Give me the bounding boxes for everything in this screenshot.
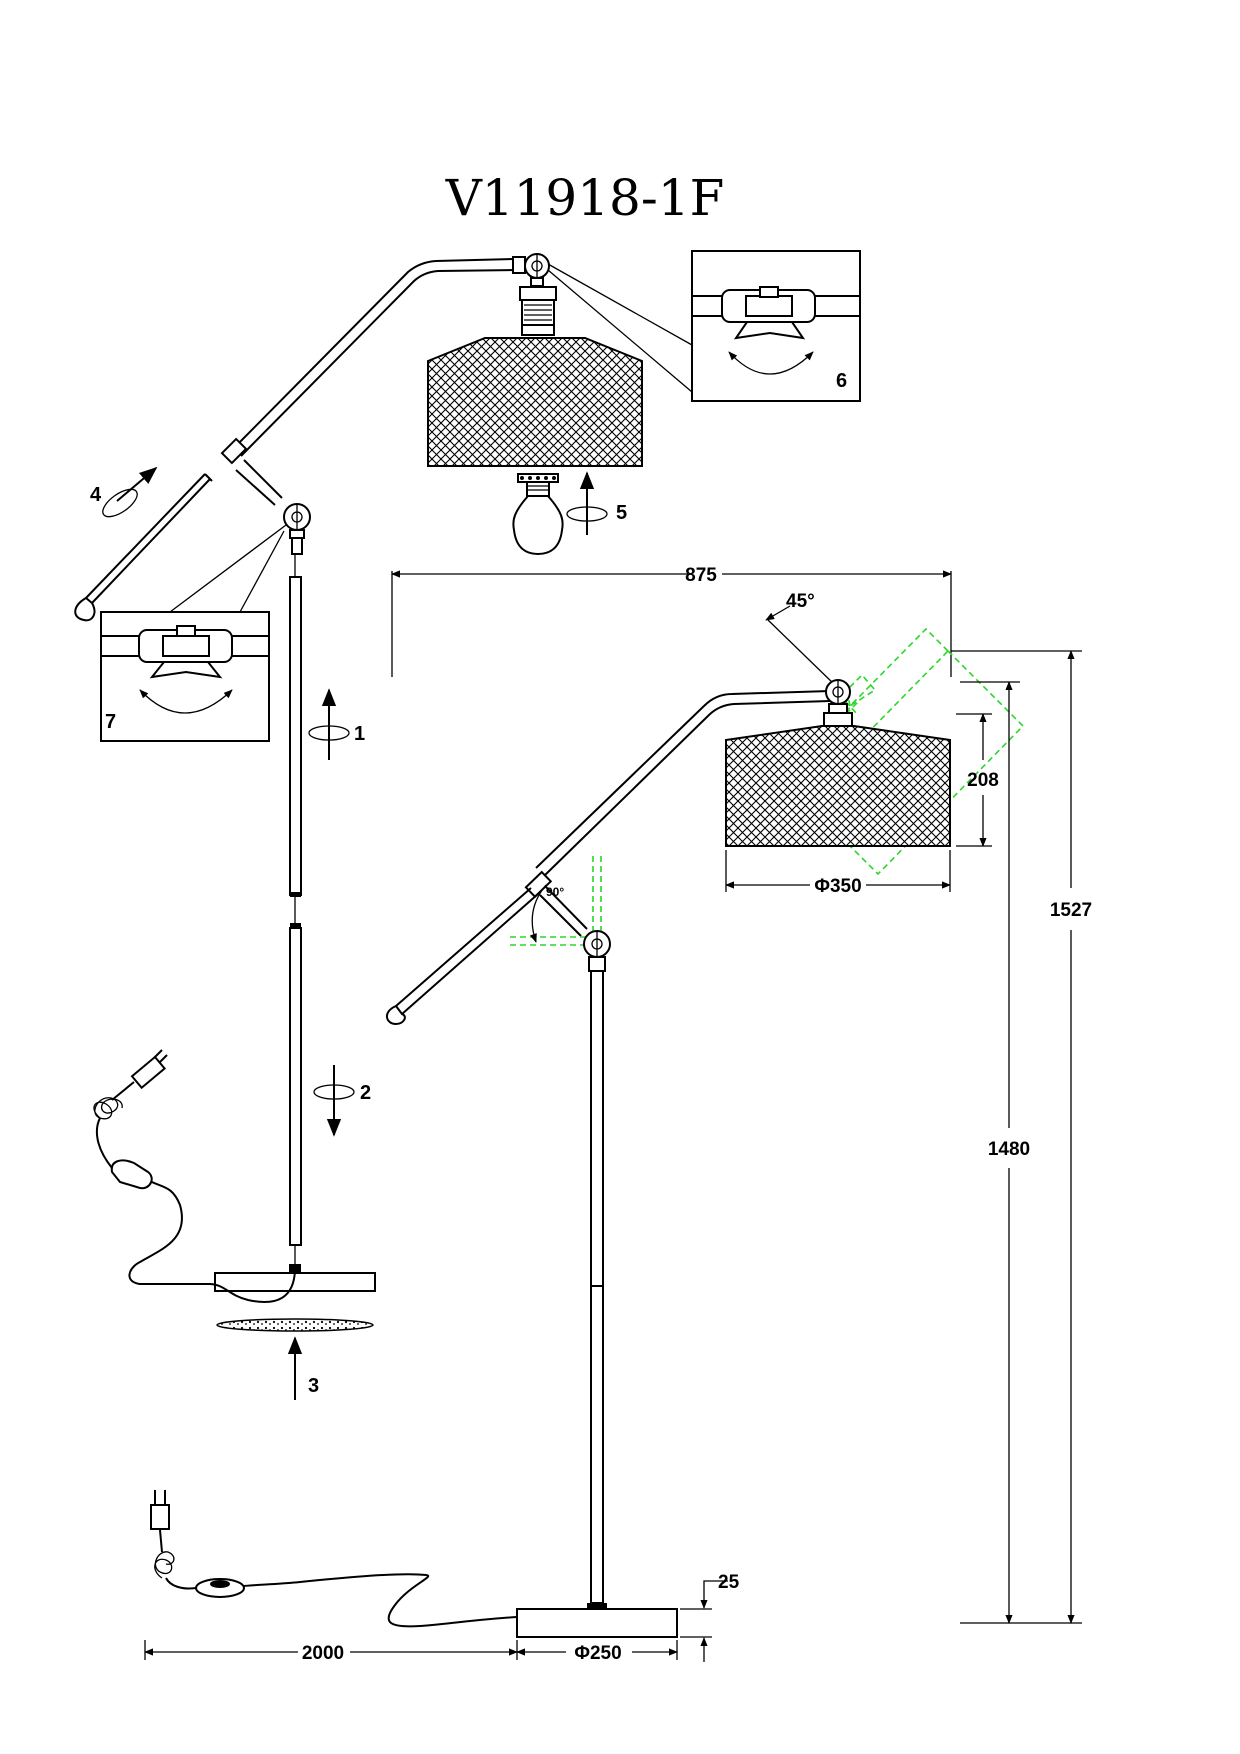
assembled-top-hinge [823, 679, 853, 728]
cable-coil [93, 1097, 123, 1120]
assembled-cable-coil [154, 1551, 175, 1579]
base-weight-pad [216, 1318, 374, 1332]
dimensioned-view: 875 45° [144, 565, 1092, 1664]
detail-6: 6 [691, 250, 861, 402]
dim-1527: 1527 [951, 650, 1092, 1624]
lampshade [427, 337, 643, 467]
cord-length-dimension: 2000 [302, 1643, 344, 1664]
detail-7-leader [169, 524, 287, 613]
dim-250: Φ250 [516, 1640, 678, 1664]
rotate-2-icon [313, 1084, 355, 1100]
dim-208: 208 [956, 713, 999, 847]
top-hinge [524, 253, 550, 287]
model-title: V11918-1F [445, 169, 725, 227]
exploded-view: 5 6 4 [74, 250, 861, 1400]
tilt-arrow [765, 605, 791, 621]
upper-arm [220, 256, 526, 465]
light-bulb [512, 473, 564, 556]
pole-segments [289, 554, 302, 1265]
rotate-5-icon [566, 506, 608, 522]
step-4-arrow [116, 466, 158, 502]
rotate-4-icon [102, 488, 138, 518]
tilt-angle-label: 45° [786, 591, 815, 612]
assembled-lampshade [725, 725, 951, 847]
lower-hinge [283, 503, 311, 555]
shade-diameter-dimension: Φ350 [814, 876, 861, 897]
step-4-label: 4 [90, 484, 102, 506]
angle-90: 90° [510, 856, 602, 946]
knob-arm [74, 459, 283, 622]
assembled-cable [150, 1490, 518, 1628]
step-7-label: 7 [105, 711, 116, 733]
detail-6-leader [547, 263, 693, 393]
power-cable [93, 1049, 297, 1304]
step-6-label: 6 [836, 370, 847, 392]
step-1-label: 1 [354, 723, 365, 745]
detail-7: 7 [100, 611, 270, 742]
rotate-1-icon [308, 725, 350, 741]
step-2-label: 2 [360, 1082, 371, 1104]
dim-2000: 2000 [144, 1640, 518, 1664]
assembled-pole [583, 930, 611, 1609]
step-3-label: 3 [308, 1375, 319, 1397]
tilt-guide-line [767, 619, 837, 687]
socket [519, 286, 557, 336]
step-5-label: 5 [616, 502, 627, 524]
assembled-arm [386, 690, 831, 1026]
shade-height-dimension: 208 [967, 770, 999, 791]
total-height-dimension: 1527 [1050, 900, 1092, 921]
dim-875: 875 [391, 565, 952, 677]
dim-1480: 1480 [960, 681, 1030, 1624]
foot-switch [110, 1159, 153, 1190]
angle-90-label: 90° [546, 885, 564, 899]
assembled-base [516, 1608, 678, 1638]
base-diameter-dimension: Φ250 [574, 1643, 621, 1664]
assembled-plug-icon [150, 1504, 170, 1530]
base-thickness-dimension: 25 [718, 1572, 740, 1593]
width-dimension: 875 [685, 565, 717, 586]
dim-25: 25 [680, 1572, 740, 1662]
pole-height-dimension: 1480 [988, 1139, 1030, 1160]
dim-350: Φ350 [725, 850, 951, 897]
